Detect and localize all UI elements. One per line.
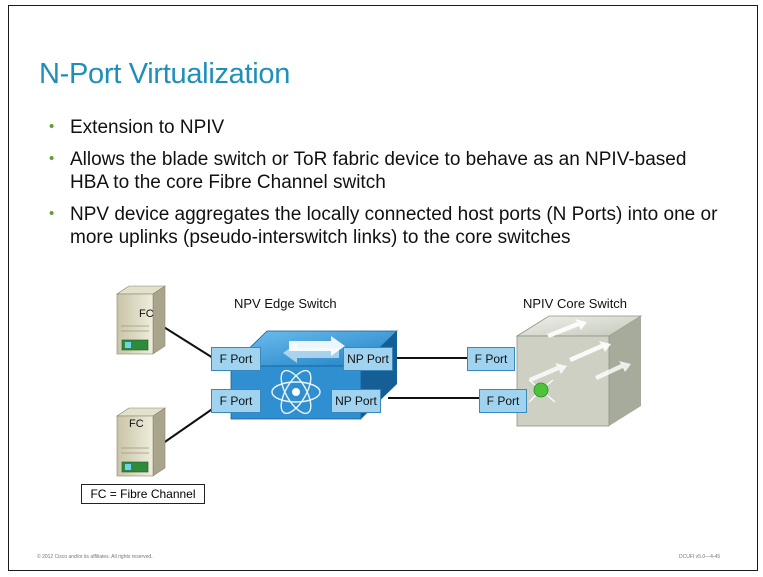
bullet-item: •Extension to NPIV xyxy=(49,117,225,138)
core-f-port-bottom: F Port xyxy=(479,389,527,413)
edge-f-port-top: F Port xyxy=(211,347,261,371)
edge-np-port-bottom: NP Port xyxy=(331,389,381,413)
bullet-dot-icon: • xyxy=(49,205,55,222)
copyright-footer: © 2012 Cisco and/or its affiliates. All … xyxy=(37,554,153,560)
bullet-dot-icon: • xyxy=(49,150,55,167)
bullet-dot-icon: • xyxy=(49,118,55,135)
npiv-core-switch-icon xyxy=(515,315,643,427)
core-switch-label: NPIV Core Switch xyxy=(523,296,628,311)
server-icon xyxy=(116,285,166,355)
slide: N-Port Virtualization •Extension to NPIV… xyxy=(8,5,758,571)
host-label: FC xyxy=(139,308,154,320)
server-icon xyxy=(116,407,166,477)
bullet-item: •NPV device aggregates the locally conne… xyxy=(49,204,718,248)
slide-title: N-Port Virtualization xyxy=(39,58,291,90)
course-code-footer: DCUFI v5.0—4-45 xyxy=(679,554,721,560)
edge-f-port-bottom: F Port xyxy=(211,389,261,413)
host-label: FC xyxy=(129,418,144,430)
bullet-item: •Allows the blade switch or ToR fabric d… xyxy=(49,149,687,193)
fc-links xyxy=(158,323,480,447)
legend-box: FC = Fibre Channel xyxy=(81,484,205,504)
bullet-list: •Extension to NPIV •Allows the blade swi… xyxy=(49,116,729,258)
core-f-port-top: F Port xyxy=(467,347,515,371)
edge-switch-label: NPV Edge Switch xyxy=(234,296,337,311)
edge-np-port-top: NP Port xyxy=(343,347,393,371)
